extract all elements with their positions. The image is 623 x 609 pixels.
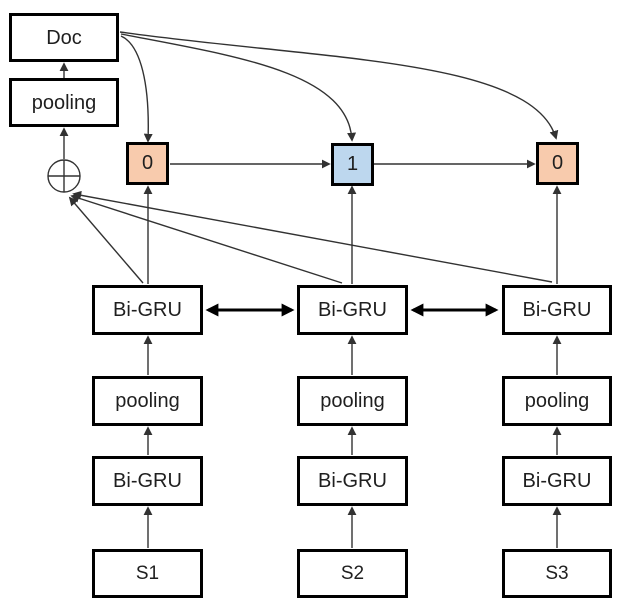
sentgru2-to-sum-line	[70, 193, 343, 284]
doc-gate1-curve	[120, 35, 153, 143]
sentence-input-box-3: S3	[502, 549, 612, 598]
column-flow-arrows	[59, 62, 562, 548]
sentence-input-box-2: S2	[297, 549, 408, 598]
word-bigru-box-1: Bi-GRU	[92, 456, 203, 506]
sentgru1-to-sum-line	[68, 196, 144, 284]
word-bigru-box-2: Bi-GRU	[297, 456, 408, 506]
sentence-bigru-box-3: Bi-GRU	[502, 285, 612, 335]
gate-2-value: 1	[346, 153, 359, 175]
sentence-bigru-box-1: Bi-GRU	[92, 285, 203, 335]
doc-gate3-curve	[119, 31, 559, 140]
doc-pooling-label: pooling	[31, 91, 97, 114]
word-bigru-1-label: Bi-GRU	[113, 470, 182, 492]
gate-box-2: 1	[331, 143, 374, 186]
word-bigru-box-3: Bi-GRU	[502, 456, 612, 506]
pooling-3-label: pooling	[524, 390, 590, 412]
pooling-box-1: pooling	[92, 376, 203, 426]
doc-gate2-curve	[120, 33, 357, 142]
pooling-1-label: pooling	[115, 390, 180, 412]
gate-1-value: 0	[141, 152, 154, 174]
pooling-2-label: pooling	[320, 390, 385, 412]
doc-pooling-box: pooling	[9, 78, 119, 127]
gate-box-3: 0	[536, 142, 579, 185]
doc-label: Doc	[46, 26, 82, 49]
sentence-input-1-label: S1	[135, 563, 160, 584]
sum-circled-plus-icon	[47, 159, 81, 193]
sentence-input-box-1: S1	[92, 549, 203, 598]
doc-to-gate-curves	[119, 31, 559, 143]
pooling-box-3: pooling	[502, 376, 612, 426]
doc-box: Doc	[9, 13, 119, 62]
pooling-box-2: pooling	[297, 376, 408, 426]
sentence-bigru-3-label: Bi-GRU	[522, 299, 592, 321]
sentence-bigru-2-label: Bi-GRU	[318, 299, 387, 321]
sentgru3-to-sum-line	[72, 190, 553, 283]
gate-box-1: 0	[126, 142, 169, 185]
sentence-input-2-label: S2	[340, 563, 365, 584]
word-bigru-2-label: Bi-GRU	[318, 470, 387, 492]
sentence-bigru-1-label: Bi-GRU	[113, 299, 182, 321]
sentence-bigru-box-2: Bi-GRU	[297, 285, 408, 335]
word-bigru-3-label: Bi-GRU	[522, 470, 592, 492]
gate-3-value: 0	[551, 152, 564, 174]
sum-input-lines	[68, 190, 553, 284]
sentence-input-3-label: S3	[545, 563, 569, 584]
